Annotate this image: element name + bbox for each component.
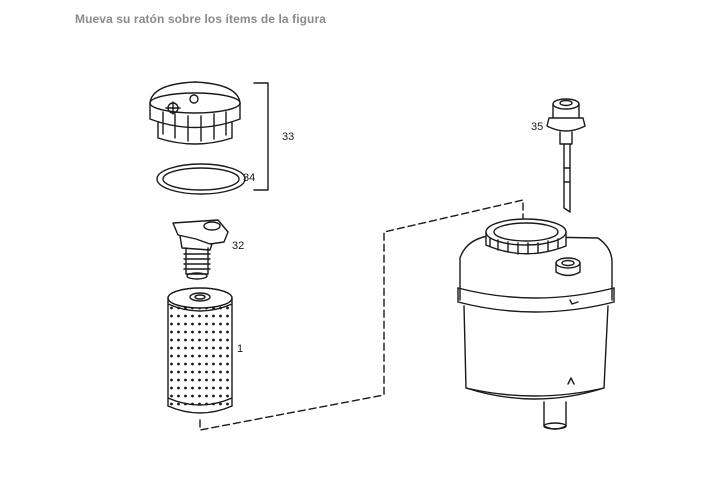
- valve-part[interactable]: [172, 219, 229, 280]
- filter-element-part[interactable]: [167, 287, 233, 414]
- reservoir-body[interactable]: [457, 218, 615, 430]
- dipstick-part[interactable]: [546, 98, 586, 213]
- callout-34[interactable]: 34: [243, 172, 256, 184]
- cap-part[interactable]: [149, 81, 241, 145]
- callout-1[interactable]: 1: [237, 343, 244, 355]
- callout-33[interactable]: 33: [282, 131, 295, 143]
- callout-32[interactable]: 32: [232, 240, 245, 252]
- callout-35[interactable]: 35: [531, 121, 544, 133]
- hover-instruction: Mueva su ratón sobre los ítems de la fig…: [75, 12, 327, 26]
- gasket-ring-part[interactable]: [156, 163, 246, 195]
